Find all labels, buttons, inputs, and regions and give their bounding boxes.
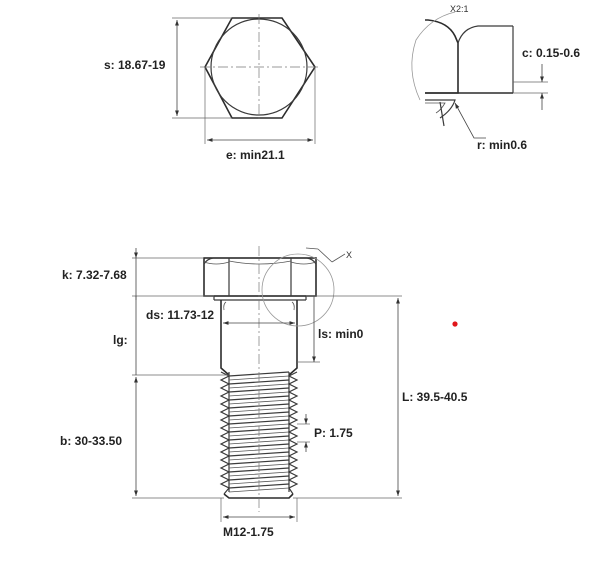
- shank-left-edge: [220, 300, 230, 376]
- r-leader-line: [454, 102, 486, 139]
- thread-left-profile: [219, 371, 231, 495]
- L-dimension-label: L: 39.5-40.5: [402, 390, 468, 404]
- hexagon-outline: [204, 17, 316, 119]
- k-dimension-label: k: 7.32-7.68: [62, 268, 127, 282]
- r-dimension-label: r: min0.6: [477, 138, 527, 152]
- detail-head-outline: [425, 19, 459, 94]
- detail-boundary: [411, 11, 456, 101]
- detail-x-marker: X: [346, 250, 352, 260]
- b-dimension-label: b: 30-33.50: [60, 434, 122, 448]
- M-dimension-label: M12-1.75: [223, 525, 274, 539]
- c-dimension-label: c: 0.15-0.6: [522, 46, 580, 60]
- detail-view-x: X2:1 c: 0.15-0.6 r: min0.6: [411, 4, 580, 152]
- bolt-side-view: X k: 7.32-7.68 ds: 11.73-12 lg: ls: min0…: [60, 246, 468, 539]
- ls-dimension-label: ls: min0: [318, 327, 364, 341]
- shank-right-edge: [288, 300, 298, 376]
- hex-top-view: s: 18.67-19 e: min21.1: [104, 14, 320, 162]
- e-dimension-label: e: min21.1: [226, 148, 285, 162]
- detail-chamfer-arc: [457, 25, 513, 44]
- bolt-tip: [223, 493, 294, 499]
- lg-dimension-label: lg:: [113, 333, 128, 347]
- s-dimension-label: s: 18.67-19: [104, 58, 166, 72]
- P-dimension-label: P: 1.75: [314, 426, 353, 440]
- thread-right-profile: [287, 371, 299, 495]
- detail-x-circle: [261, 253, 335, 327]
- red-dot-marker: [452, 321, 458, 327]
- ds-dimension-label: ds: 11.73-12: [146, 308, 214, 322]
- detail-scale-label: X2:1: [450, 4, 469, 14]
